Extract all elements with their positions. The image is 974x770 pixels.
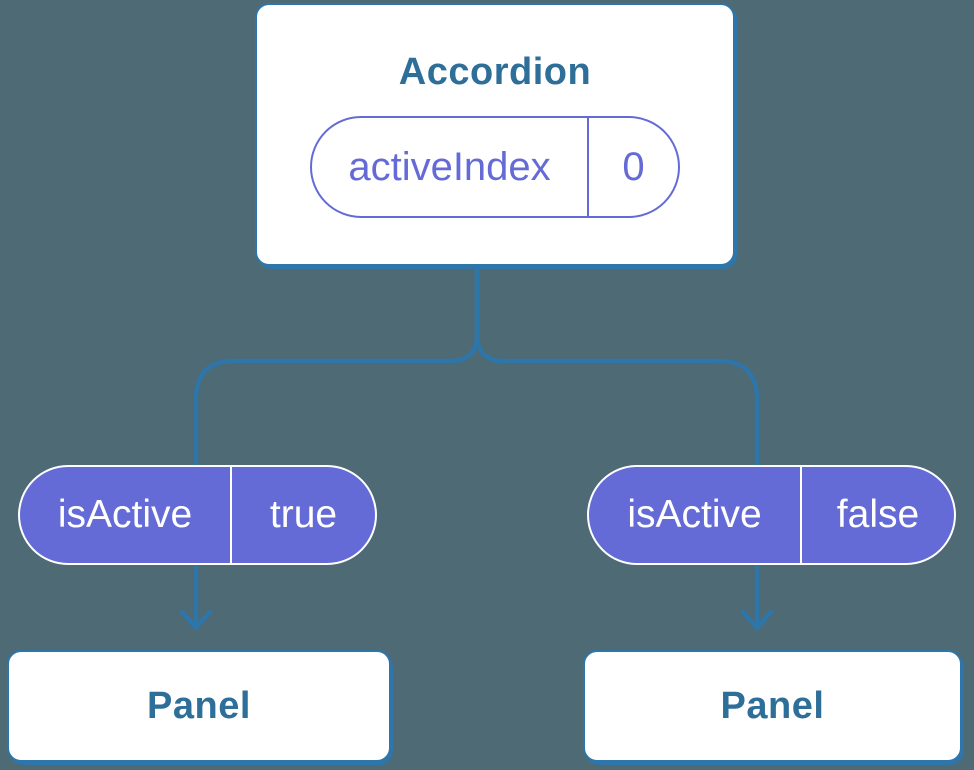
state-value-label: 0 [622, 144, 645, 189]
state-name-label: activeIndex [312, 118, 589, 216]
arrow-down-right-icon [740, 609, 774, 631]
prop-pill-is-active-true: isActive true [18, 465, 377, 565]
prop-name-label: isActive [20, 467, 232, 563]
panel-node-right: Panel [583, 650, 962, 762]
connector-root-to-right-panel [474, 262, 760, 630]
arrow-down-left-icon [179, 609, 213, 631]
prop-value-label: false [836, 493, 920, 536]
panel-node-title: Panel [147, 684, 251, 727]
accordion-node-title: Accordion [398, 51, 592, 93]
state-pill-active-index: activeIndex 0 [310, 116, 680, 218]
accordion-node: Accordion activeIndex 0 [255, 3, 735, 266]
prop-pill-is-active-false: isActive false [587, 465, 956, 565]
panel-node-title: Panel [720, 684, 825, 727]
prop-name-label: isActive [589, 467, 802, 563]
prop-value-label: true [269, 493, 338, 536]
connector-root-to-left-panel [193, 262, 480, 630]
panel-node-left: Panel [7, 650, 391, 762]
